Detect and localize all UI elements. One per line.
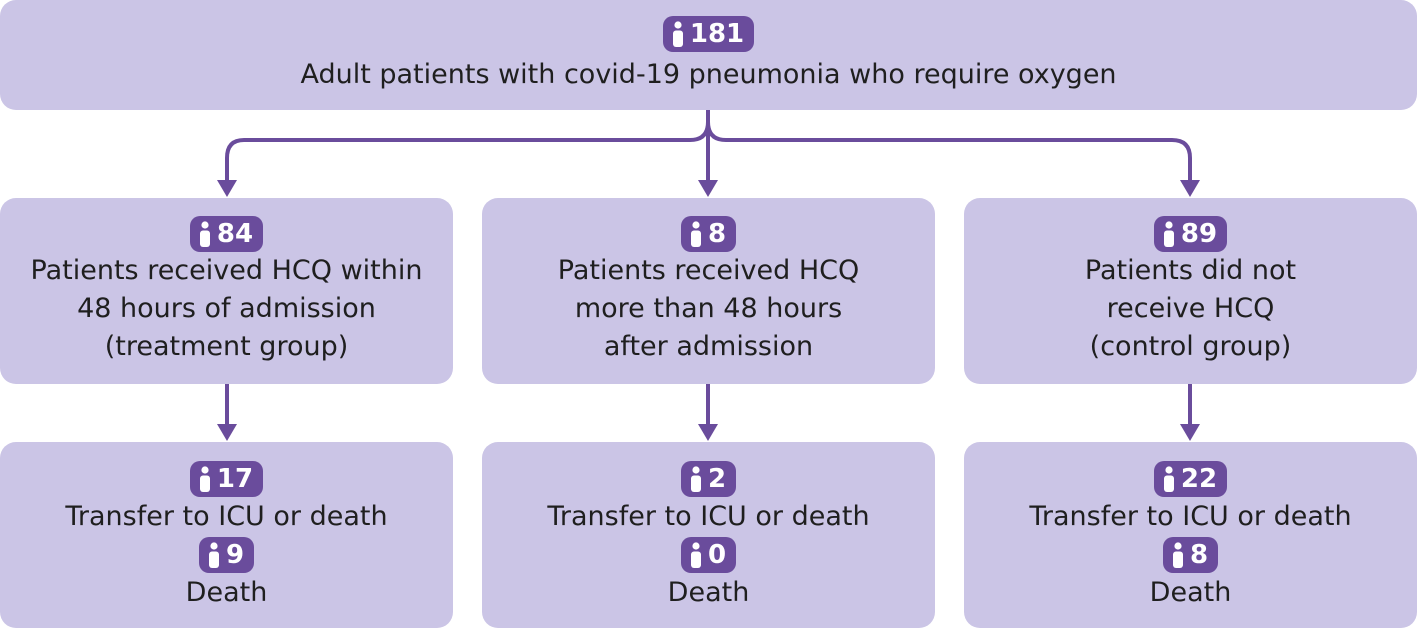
group-label: Patients received HCQ more than 48 hours…	[557, 255, 860, 362]
count-value: 89	[1180, 219, 1218, 249]
count-value: 22	[1180, 464, 1218, 494]
person-icon	[671, 21, 685, 47]
count-value: 9	[225, 540, 245, 570]
outcome-box-late-hcq: 2 Transfer to ICU or death 0 Death	[482, 442, 935, 628]
arrowhead	[217, 424, 237, 441]
death-label: Death	[185, 577, 268, 608]
count-value: 8	[707, 219, 727, 249]
population-label: Adult patients with covid-19 pneumonia w…	[300, 59, 1117, 90]
group-box-control: 89 Patients did not receive HCQ (control…	[964, 198, 1417, 384]
count-value: 84	[216, 219, 254, 249]
icu-or-death-badge: 22	[1153, 461, 1228, 497]
death-label: Death	[667, 577, 750, 608]
count-value: 2	[707, 464, 727, 494]
icu-or-death-label: Transfer to ICU or death	[547, 501, 870, 532]
count-badge: 89	[1153, 216, 1228, 252]
count-value: 8	[1189, 540, 1209, 570]
count-value: 17	[216, 464, 254, 494]
count-badge: 84	[189, 216, 264, 252]
branch-line	[706, 108, 1192, 184]
icu-or-death-badge: 17	[189, 461, 264, 497]
death-badge: 9	[198, 537, 255, 573]
death-badge: 8	[1162, 537, 1219, 573]
arrowhead	[698, 424, 718, 441]
icu-or-death-label: Transfer to ICU or death	[1029, 501, 1352, 532]
outcome-box-treatment: 17 Transfer to ICU or death 9 Death	[0, 442, 453, 628]
arrowhead	[698, 180, 718, 197]
outcome-box-control: 22 Transfer to ICU or death 8 Death	[964, 442, 1417, 628]
group-box-late-hcq: 8 Patients received HCQ more than 48 hou…	[482, 198, 935, 384]
branch-line	[225, 108, 710, 184]
death-label: Death	[1149, 577, 1232, 608]
person-icon	[689, 221, 703, 247]
population-box: 181 Adult patients with covid-19 pneumon…	[0, 0, 1417, 110]
person-icon	[689, 466, 703, 492]
icu-or-death-label: Transfer to ICU or death	[65, 501, 388, 532]
count-value: 181	[689, 19, 745, 49]
person-icon	[207, 542, 221, 568]
group-label: Patients received HCQ within 48 hours of…	[30, 255, 423, 362]
person-icon	[689, 542, 703, 568]
person-icon	[198, 466, 212, 492]
person-icon	[1162, 221, 1176, 247]
arrowhead	[217, 180, 237, 197]
arrowhead	[1180, 180, 1200, 197]
icu-or-death-badge: 2	[680, 461, 737, 497]
count-value: 0	[707, 540, 727, 570]
count-badge: 8	[680, 216, 737, 252]
group-label: Patients did not receive HCQ (control gr…	[1084, 255, 1297, 362]
count-badge: 181	[662, 16, 755, 52]
arrowhead	[1180, 424, 1200, 441]
person-icon	[1171, 542, 1185, 568]
person-icon	[1162, 466, 1176, 492]
person-icon	[198, 221, 212, 247]
death-badge: 0	[680, 537, 737, 573]
group-box-treatment: 84 Patients received HCQ within 48 hours…	[0, 198, 453, 384]
